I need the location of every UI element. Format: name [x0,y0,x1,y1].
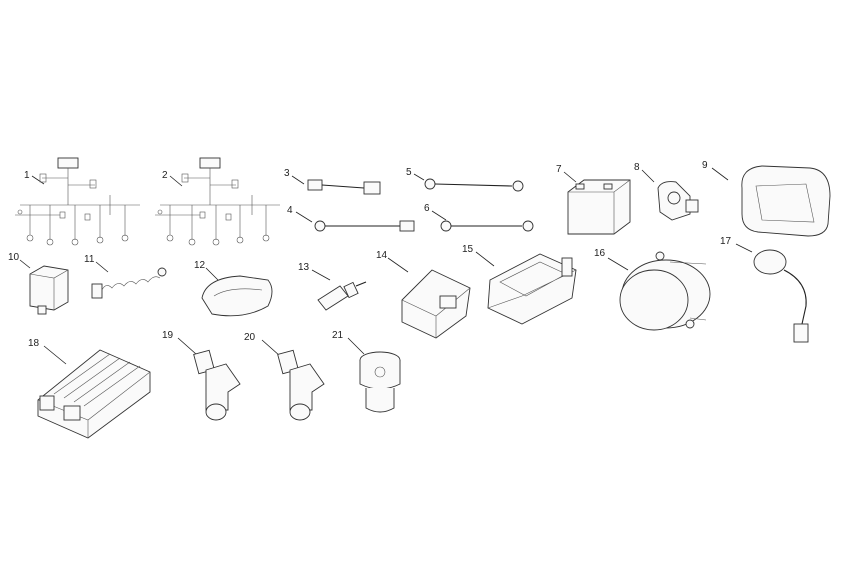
callout-8: 8 [634,162,640,173]
part-2-wiring-harness[interactable]: 2 [155,157,280,246]
part-9-dashboard-display[interactable]: 9 [702,160,831,237]
part-13-sensor-probe[interactable]: 13 [298,262,367,311]
part-18-voltage-regulator[interactable]: 18 [28,338,151,439]
part-1-wiring-harness[interactable]: 1 [15,157,140,246]
callout-11: 11 [84,254,95,265]
part-15-electronic-module[interactable]: 15 [462,244,577,325]
part-4-battery-cable[interactable]: 4 [287,205,415,232]
callout-20: 20 [244,332,256,343]
callout-17: 17 [720,236,732,247]
callout-2: 2 [162,170,168,181]
callout-3: 3 [284,168,290,179]
callout-10: 10 [8,252,20,263]
part-10-relay-module[interactable]: 10 [8,252,69,315]
part-7-battery[interactable]: 7 [556,164,631,235]
part-20-ignition-coil[interactable]: 20 [244,332,325,421]
part-11-coiled-cable[interactable]: 11 [84,254,167,299]
callout-19: 19 [162,330,174,341]
callout-14: 14 [376,250,388,261]
part-14-control-unit[interactable]: 14 [376,250,471,339]
part-16-motor[interactable]: 16 [594,248,711,331]
part-21-ignition-switch[interactable]: 21 [332,330,401,413]
callout-15: 15 [462,244,474,255]
callout-4: 4 [287,205,293,216]
callout-6: 6 [424,203,430,214]
part-17-sensor-cable[interactable]: 17 [720,236,809,343]
part-3-adapter-cable[interactable]: 3 [284,168,381,195]
part-6-short-cable[interactable]: 6 [424,203,534,232]
callout-1: 1 [24,170,30,181]
callout-18: 18 [28,338,40,349]
callout-5: 5 [406,167,412,178]
callout-12: 12 [194,260,206,271]
callout-7: 7 [556,164,562,175]
part-12-tail-light[interactable]: 12 [194,260,273,317]
callout-13: 13 [298,262,310,273]
callout-21: 21 [332,330,344,341]
part-5-ground-strap[interactable]: 5 [406,167,524,192]
part-8-starter-relay[interactable]: 8 [634,162,699,221]
part-19-ignition-coil[interactable]: 19 [162,330,241,421]
callout-9: 9 [702,160,708,171]
callout-16: 16 [594,248,606,259]
